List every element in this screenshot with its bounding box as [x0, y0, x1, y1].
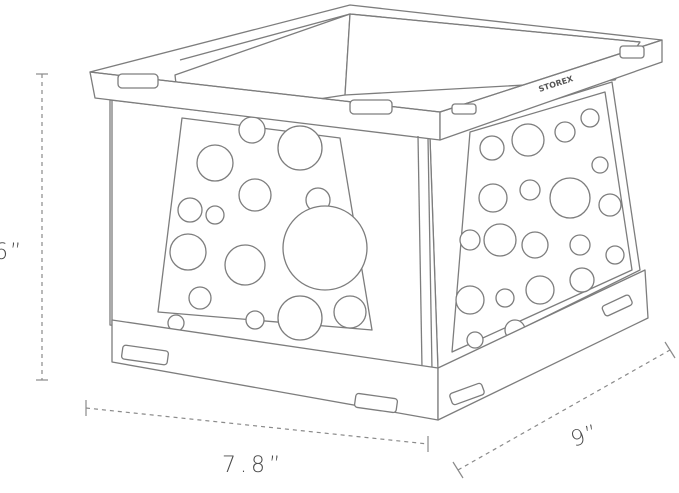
crate-foot-right-back — [601, 294, 633, 317]
width-dimension-line — [85, 407, 429, 445]
crate-handle-back — [451, 103, 477, 115]
crate-handle-front-left — [117, 73, 159, 89]
crate-handle-front-right — [349, 99, 393, 115]
crate-foot-right-mid — [449, 382, 485, 406]
front-holes — [167, 116, 368, 341]
crate-base-right — [437, 269, 649, 421]
width-dimension-label: 7.8” — [222, 453, 285, 478]
depth-dimension-line — [457, 349, 671, 471]
crate-foot-front-left — [120, 344, 170, 366]
crate-top-rim-back — [89, 4, 663, 113]
height-dimension-label: 6” — [0, 240, 24, 265]
crate-foot-front-right — [353, 392, 399, 414]
crate-handle-right — [619, 45, 645, 59]
